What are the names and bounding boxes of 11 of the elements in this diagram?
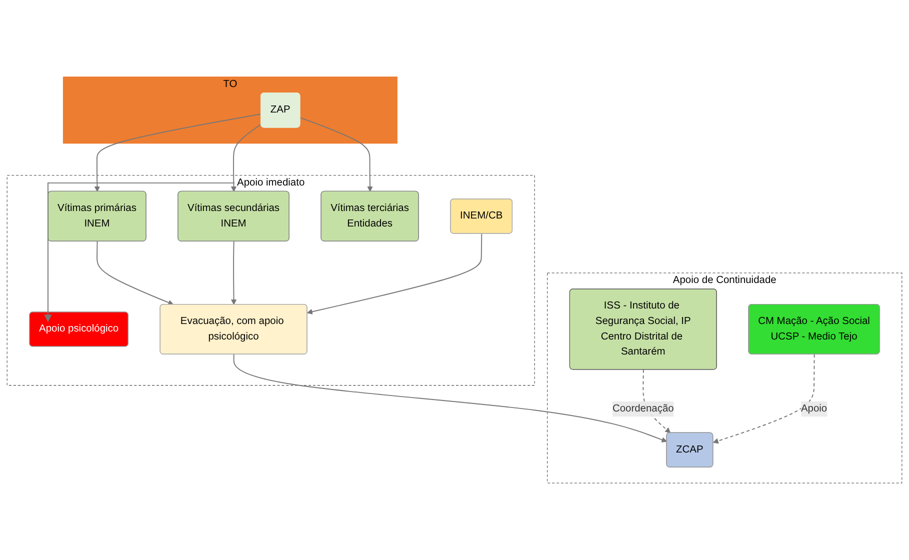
arrow bbox=[307, 233, 482, 314]
edge-label: Apoio bbox=[800, 403, 828, 414]
edge-label: Coordenação bbox=[612, 403, 674, 414]
arrow bbox=[230, 124, 262, 192]
arrow bbox=[233, 354, 668, 442]
arrow bbox=[44, 182, 235, 322]
arrow bbox=[94, 114, 262, 192]
arrow bbox=[230, 240, 237, 305]
arrow bbox=[712, 354, 815, 444]
arrow bbox=[300, 117, 373, 192]
arrow bbox=[96, 240, 174, 306]
